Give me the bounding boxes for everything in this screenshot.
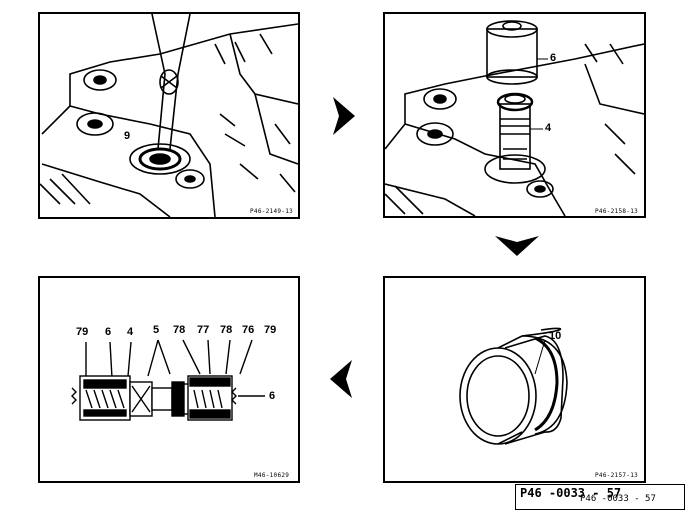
callout-9: 9 [124, 130, 131, 142]
panel-bottom-right: 10 P46-2157-13 [383, 276, 646, 483]
reference-code-ghost: P46 -0033 - 57 [580, 494, 656, 504]
callout-6-top: 6 [105, 326, 112, 338]
callout-6-side: 6 [269, 390, 276, 402]
panel-bottom-left: 79 6 4 5 78 77 78 76 79 6 M46-10629 [38, 276, 300, 483]
callout-5: 5 [153, 324, 160, 336]
callout-79-right: 79 [264, 324, 277, 336]
panel-top-right: 6 4 P46-2158-13 [383, 12, 646, 218]
callout-4: 4 [127, 326, 134, 338]
panel-top-left: 9 P46-2149-13 [38, 12, 300, 219]
callout-79-left: 79 [76, 326, 89, 338]
callout-10: 10 [549, 330, 562, 342]
reference-code-box: P46 -0033 - 57 P46 -0033 - 57 [515, 484, 685, 510]
circlip-removal-illustration [40, 14, 298, 217]
piston-with-ring-illustration [459, 327, 568, 445]
arrow-left-icon [330, 360, 352, 398]
callout-4: 4 [545, 122, 552, 134]
arrow-right-icon [333, 97, 355, 135]
figure-code: P46-2158-13 [595, 208, 639, 215]
callout-77: 77 [197, 324, 210, 336]
figure-code: P46-2149-13 [250, 208, 294, 215]
callout-78-left: 78 [173, 324, 186, 336]
callout-6: 6 [550, 52, 557, 64]
reference-code: P46 -0033 - 57 [520, 486, 622, 500]
valve-installation-illustration [385, 20, 644, 216]
callout-76: 76 [242, 324, 255, 336]
arrow-down-icon [495, 236, 539, 256]
callout-78-right: 78 [220, 324, 233, 336]
figure-code: M46-10629 [254, 472, 290, 479]
figure-code: P46-2157-13 [595, 472, 639, 479]
valve-assembly-cross-section [71, 339, 265, 421]
